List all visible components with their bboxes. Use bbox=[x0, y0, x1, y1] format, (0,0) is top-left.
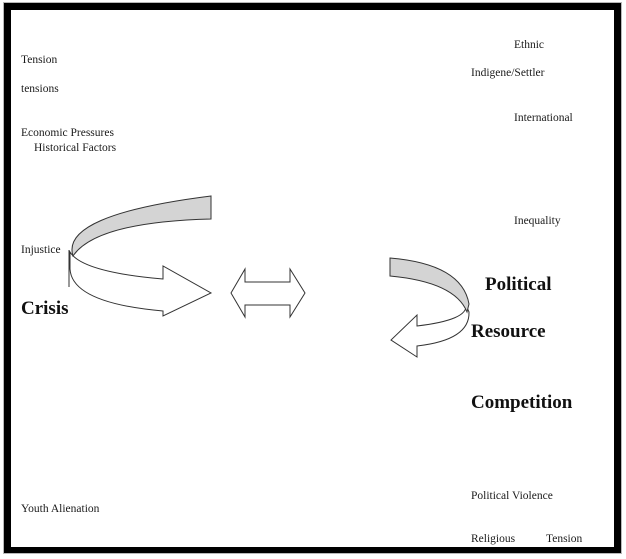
label-tension-right: Tension bbox=[546, 533, 583, 545]
label-tensions: tensions bbox=[21, 83, 59, 95]
label-resource: Resource bbox=[471, 321, 546, 342]
label-historical-factors: Historical Factors bbox=[34, 142, 117, 154]
label-tension-left: Tension bbox=[21, 54, 58, 66]
left-curved-arrow-body bbox=[69, 250, 213, 317]
label-international: International bbox=[514, 112, 573, 124]
label-political: Political bbox=[485, 274, 552, 295]
right-curved-arrow-body bbox=[390, 304, 470, 358]
label-competition: Competition bbox=[471, 392, 573, 413]
label-religious: Religious bbox=[471, 533, 516, 545]
label-inequality: Inequality bbox=[514, 215, 561, 227]
label-youth-alienation: Youth Alienation bbox=[21, 503, 100, 515]
right-curved-arrow-band bbox=[389, 257, 470, 314]
double-headed-arrow bbox=[230, 267, 306, 319]
label-economic-pressures: Economic Pressures bbox=[21, 127, 114, 139]
left-curved-arrow-band bbox=[71, 195, 212, 258]
label-indigene-settler: Indigene/Settler bbox=[471, 67, 545, 79]
label-injustice: Injustice bbox=[21, 244, 61, 256]
label-political-violence: Political Violence bbox=[471, 490, 553, 502]
label-ethnic: Ethnic bbox=[514, 39, 545, 51]
label-crisis: Crisis bbox=[21, 298, 69, 319]
